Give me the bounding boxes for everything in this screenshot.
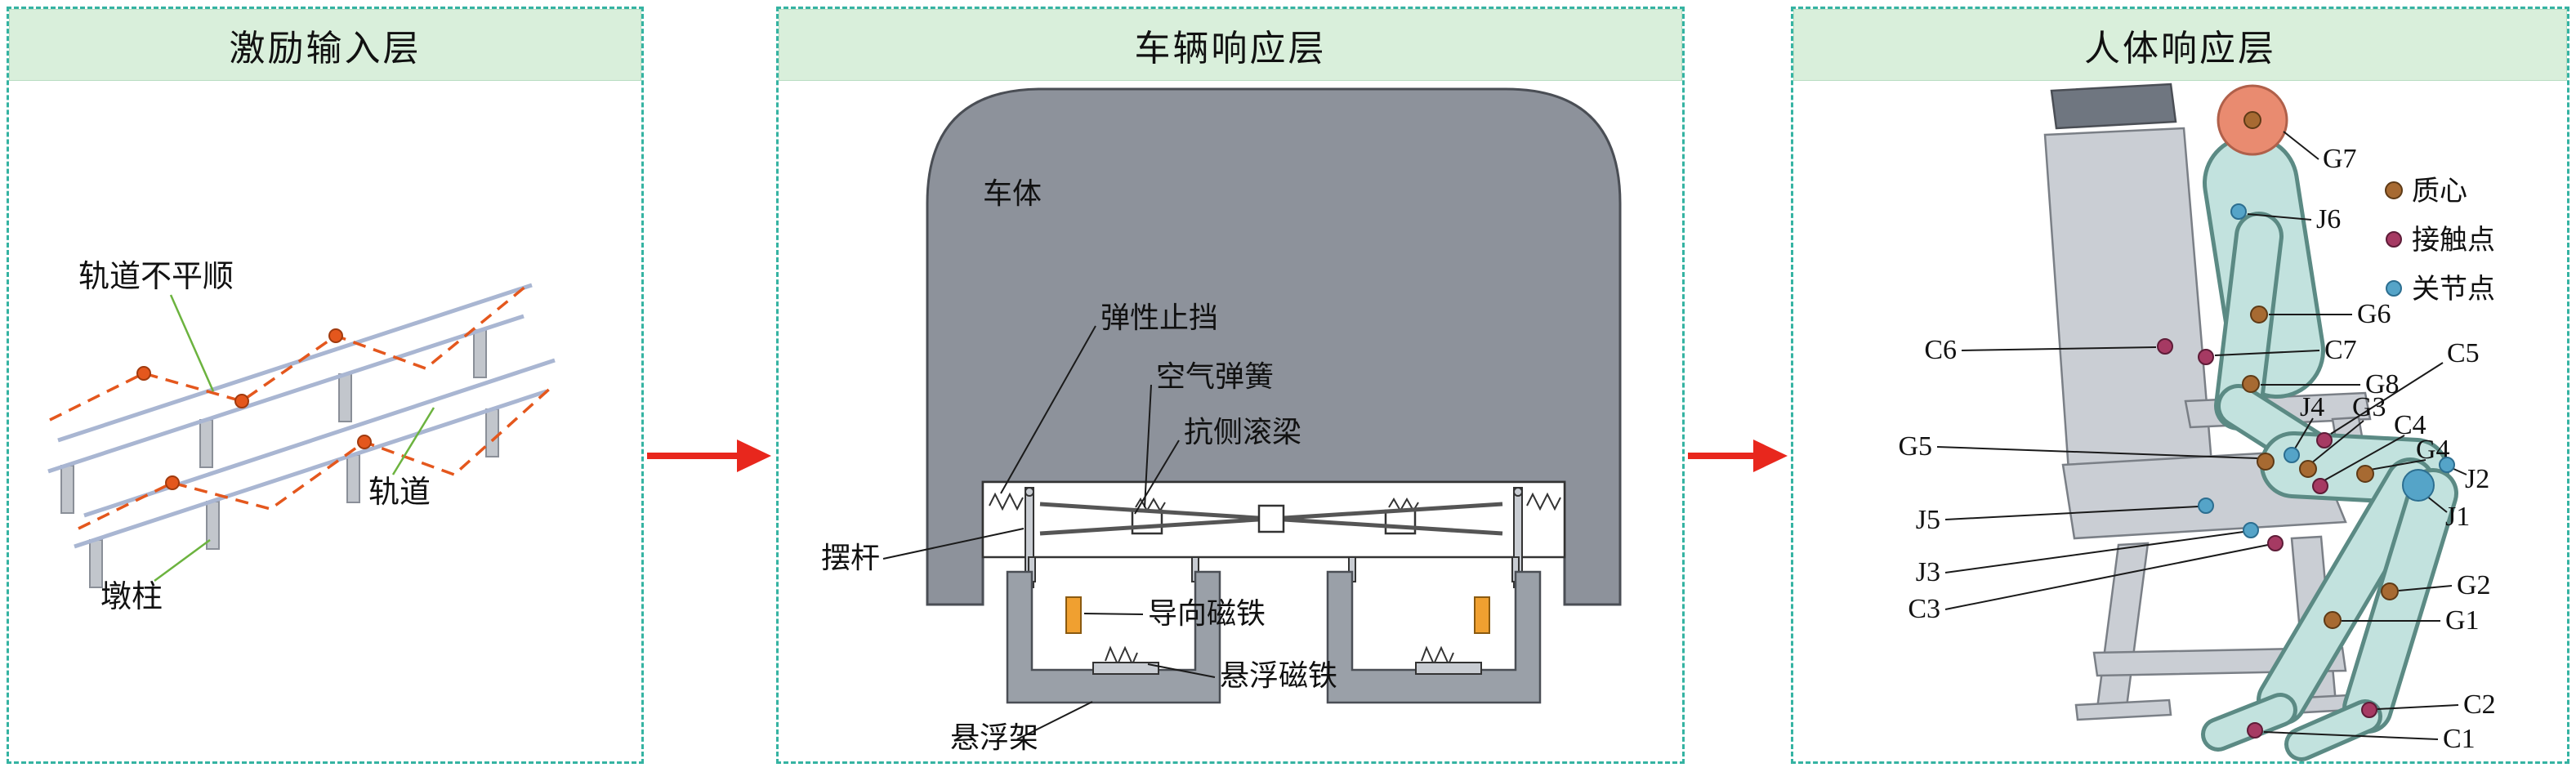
track-rails: [47, 283, 556, 549]
svg-text:G3: G3: [2352, 392, 2386, 422]
point-C5: C5: [2316, 338, 2480, 448]
point-G3: G3: [2299, 392, 2386, 478]
elastic-stop-label: 弹性止挡: [1100, 301, 1218, 334]
svg-text:C5: C5: [2447, 338, 2480, 368]
label-pendulum-rod: 摆杆: [821, 528, 1025, 574]
label-track: 轨道: [368, 407, 435, 510]
elastic-stops: [989, 492, 1561, 511]
suspension-band: [981, 480, 1566, 559]
svg-text:C3: C3: [1908, 594, 1940, 624]
legend-item-contact: 接触点: [2386, 225, 2495, 256]
vehicle-diagram: 车体 弹性止挡 空气弹簧 抗侧滚梁 摆杆 导向磁铁 悬浮磁铁 悬浮架: [821, 87, 1622, 754]
svg-text:G7: G7: [2323, 144, 2357, 174]
car-body-label: 车体: [983, 177, 1042, 210]
point-G1: G1: [2324, 605, 2480, 636]
point-C6: C6: [1924, 335, 2173, 365]
svg-text:J5: J5: [1916, 505, 1940, 535]
track-irregularity-lines: [49, 281, 554, 530]
label-anti-roll-beam: 抗侧滚梁: [1134, 416, 1301, 515]
panel-title-human: 人体响应层: [1793, 9, 2567, 81]
pier-label: 墩柱: [100, 580, 163, 614]
svg-text:J6: J6: [2316, 204, 2341, 234]
air-spring-label: 空气弹簧: [1156, 360, 1274, 393]
svg-text:质心: 质心: [2412, 176, 2467, 207]
svg-text:G5: G5: [1898, 431, 1932, 462]
guidance-magnet-label: 导向磁铁: [1148, 597, 1266, 630]
svg-text:C2: C2: [2463, 689, 2496, 720]
guidance-magnets: [1065, 596, 1490, 634]
point-J3: J3: [1916, 522, 2259, 587]
pier-columns: [60, 329, 499, 588]
levitation-magnets: [1092, 645, 1482, 675]
svg-text:C1: C1: [2443, 724, 2476, 754]
panel-title-vehicle: 车辆响应层: [779, 9, 1682, 81]
label-elastic-stop: 弹性止挡: [1000, 301, 1218, 494]
svg-text:C6: C6: [1924, 335, 1957, 365]
svg-text:G6: G6: [2357, 299, 2391, 329]
svg-text:接触点: 接触点: [2412, 225, 2495, 256]
flow-arrow-2: [1688, 440, 1788, 472]
car-body-shape: [926, 87, 1622, 606]
label-air-spring: 空气弹簧: [1144, 360, 1274, 508]
point-G5: G5: [1898, 431, 2275, 471]
panel-vehicle-response-layer: 车辆响应层: [776, 7, 1685, 764]
svg-text:J2: J2: [2465, 464, 2489, 494]
svg-text:C4: C4: [2394, 410, 2426, 440]
track-label: 轨道: [368, 475, 431, 510]
pendulum-rod-label: 摆杆: [821, 542, 880, 574]
svg-text:C7: C7: [2324, 335, 2357, 365]
point-C1: C1: [2247, 722, 2476, 754]
legend-item-joint: 关节点: [2386, 274, 2495, 305]
point-G8: G8: [2242, 369, 2400, 399]
svg-text:J3: J3: [1916, 557, 1940, 587]
label-guidance-magnet: 导向磁铁: [1083, 597, 1266, 630]
human-dummy: [2201, 84, 2458, 761]
frame-hangers: [1028, 556, 1520, 582]
legend: 质心 接触点 关节点: [2385, 176, 2495, 305]
svg-text:G2: G2: [2457, 570, 2491, 600]
point-C7: C7: [2198, 335, 2357, 365]
point-J4: J4: [2284, 392, 2324, 463]
label-pier: 墩柱: [100, 538, 211, 614]
flow-arrow-1: [647, 440, 771, 472]
panel-excitation-input-layer: 激励输入层: [7, 7, 644, 764]
track-diagram: 轨道不平顺 轨道 墩柱: [47, 260, 556, 614]
point-G6: G6: [2250, 299, 2391, 329]
point-J1: J1: [2402, 469, 2470, 532]
point-J2: J2: [2439, 457, 2489, 494]
point-C4: C4: [2312, 410, 2426, 494]
label-levitation-frame: 悬浮架: [950, 701, 1093, 754]
point-G2: G2: [2381, 570, 2491, 600]
panel-human-response-layer: 人体响应层: [1791, 7, 2569, 764]
point-C3: C3: [1908, 535, 2284, 624]
legend-item-mass: 质心: [2385, 176, 2467, 207]
point-G7: G7: [2243, 111, 2357, 174]
anti-roll-beam-label: 抗侧滚梁: [1184, 416, 1301, 448]
label-irregularity: 轨道不平顺: [78, 260, 234, 392]
svg-text:J1: J1: [2445, 502, 2470, 532]
panel-title-excitation: 激励输入层: [9, 9, 641, 81]
svg-text:G1: G1: [2445, 605, 2480, 636]
anti-roll-beam: [1039, 502, 1503, 536]
irregularity-label: 轨道不平顺: [78, 260, 234, 294]
svg-text:J4: J4: [2300, 392, 2324, 422]
human-seat-diagram: G7 J6 G6 C6 C7 G8 C5: [1898, 83, 2496, 761]
levitation-magnet-label: 悬浮磁铁: [1220, 659, 1337, 692]
svg-text:关节点: 关节点: [2412, 274, 2495, 305]
point-C2: C2: [2361, 689, 2496, 720]
label-levitation-magnet: 悬浮磁铁: [1147, 659, 1337, 692]
levitation-frames: [1006, 570, 1542, 704]
air-springs: [1131, 497, 1419, 535]
point-J5: J5: [1916, 498, 2214, 535]
levitation-frame-label: 悬浮架: [950, 721, 1038, 754]
point-J6: J6: [2230, 203, 2341, 234]
